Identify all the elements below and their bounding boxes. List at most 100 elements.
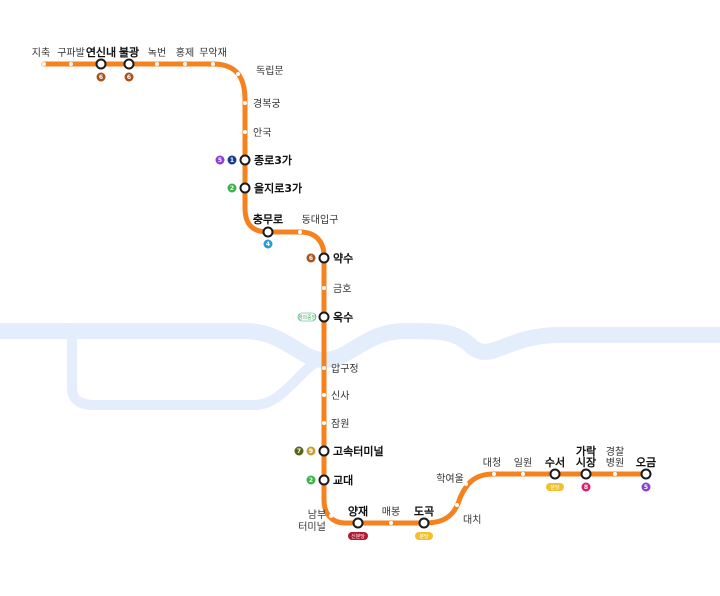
badge-yeonsinnae-line6: 6 [96, 72, 106, 82]
label-oksu: 옥수 [333, 311, 353, 324]
station-dot-dongdaeipgu[interactable] [298, 230, 302, 234]
badge-jongno3ga-line1: 1 [227, 155, 237, 165]
label-hagyeoul: 학여울 [436, 473, 464, 485]
label-nokbeon: 녹번 [148, 47, 166, 59]
badge-garak-line8: 8 [581, 482, 591, 492]
label-nambu-line2: 터미널 [298, 521, 326, 533]
badge-euljiro3ga-line2: 2 [227, 183, 237, 193]
station-dot-gyeongchal[interactable] [613, 472, 617, 476]
label-express-bus-terminal: 고속터미널 [333, 444, 384, 458]
transfer-yaksu[interactable] [318, 252, 330, 264]
svg-text:4: 4 [266, 241, 270, 248]
transfer-yangjae[interactable] [352, 517, 364, 529]
label-gyeongchal-line2: 병원 [606, 457, 624, 469]
river-side-channel [67, 326, 329, 410]
label-dongdaeipgu: 동대입구 [302, 213, 339, 226]
label-nambu-line1: 남부 [308, 509, 326, 521]
transfer-express-bus-terminal[interactable] [318, 445, 330, 457]
svg-text:신분당: 신분당 [351, 533, 365, 540]
station-dot-hongje[interactable] [183, 62, 187, 66]
badge-jongno3ga-line5: 5 [215, 155, 225, 165]
transfer-euljiro3ga[interactable] [239, 182, 251, 194]
station-dot-jichuk[interactable] [42, 62, 46, 66]
label-jamwon: 잠원 [331, 418, 349, 430]
svg-text:6: 6 [127, 74, 131, 81]
svg-text:2: 2 [230, 185, 234, 192]
label-suseo: 수서 [545, 455, 565, 469]
station-dot-gyeongbokgung[interactable] [243, 101, 247, 105]
station-dot-geumho[interactable] [322, 286, 326, 290]
transfer-suseo[interactable] [549, 468, 561, 480]
badge-suseo-bundang: 분당 [546, 483, 564, 491]
station-dot-irwon[interactable] [521, 472, 525, 476]
label-gyeongbokgung: 경복궁 [253, 97, 281, 110]
label-ogeum: 오금 [636, 456, 656, 469]
label-gyeongchal-line1: 경찰 [606, 445, 624, 458]
station-dot-daechi[interactable] [455, 503, 459, 507]
transfer-garak[interactable] [580, 468, 592, 480]
badge-oksu-gyeongui: 경의중앙 [297, 312, 317, 322]
svg-text:5: 5 [644, 484, 648, 491]
han-river [0, 323, 720, 410]
label-bulgwang: 불광 [119, 46, 139, 59]
badge-express-bus-terminal-line7: 7 [294, 446, 304, 456]
svg-text:6: 6 [99, 74, 103, 81]
transfer-badges: 6 6 5 1 2 4 6 경의중앙 [96, 72, 651, 540]
svg-text:분당: 분당 [550, 484, 560, 491]
transfer-station-markers [95, 58, 652, 529]
station-dot-gupabal[interactable] [69, 62, 73, 66]
transfer-ogeum[interactable] [640, 468, 652, 480]
badge-dogok-bundang: 분당 [415, 532, 433, 540]
label-garak-line1: 가락 [576, 444, 596, 458]
label-yaksu: 약수 [333, 251, 353, 265]
label-jongno3ga: 종로3가 [254, 153, 292, 167]
transfer-jongno3ga[interactable] [239, 154, 251, 166]
minor-station-dots [42, 62, 617, 525]
svg-text:경의중앙: 경의중앙 [298, 314, 317, 321]
svg-text:5: 5 [218, 157, 222, 164]
label-apgujeong: 압구정 [331, 362, 359, 375]
label-dongnimmun: 독립문 [256, 64, 284, 77]
label-dogok: 도곡 [414, 505, 434, 518]
label-muakjae: 무악재 [199, 47, 227, 59]
badge-gyodae-line2: 2 [306, 475, 316, 485]
svg-text:9: 9 [309, 448, 313, 455]
station-dot-apgujeong[interactable] [322, 366, 326, 370]
transfer-gyodae[interactable] [318, 474, 330, 486]
svg-text:6: 6 [309, 255, 313, 262]
station-dot-muakjae[interactable] [211, 62, 215, 66]
svg-text:7: 7 [297, 448, 301, 455]
label-sinsa: 신사 [331, 390, 349, 402]
station-dot-nambu[interactable] [329, 514, 333, 518]
label-hongje: 홍제 [176, 46, 194, 59]
label-garak-line2: 시장 [576, 455, 596, 469]
label-gyodae: 교대 [333, 473, 353, 487]
svg-text:1: 1 [230, 157, 234, 164]
transfer-yeonsinnae[interactable] [95, 58, 107, 70]
label-daechi: 대치 [463, 514, 481, 526]
svg-text:8: 8 [584, 484, 588, 491]
station-dot-nokbeon[interactable] [155, 62, 159, 66]
station-dot-jamwon[interactable] [322, 421, 326, 425]
transfer-oksu[interactable] [318, 311, 330, 323]
badge-yangjae-shinbundang: 신분당 [348, 532, 368, 540]
label-euljiro3ga: 을지로3가 [254, 181, 302, 195]
svg-text:2: 2 [309, 477, 313, 484]
label-irwon: 일원 [514, 457, 532, 469]
badge-express-bus-terminal-line9: 9 [306, 446, 316, 456]
svg-text:분당: 분당 [419, 533, 429, 540]
label-maebong: 매봉 [382, 506, 400, 518]
transfer-bulgwang[interactable] [123, 58, 135, 70]
transfer-chungmuro[interactable] [262, 226, 274, 238]
river-main-channel [0, 323, 720, 368]
station-dot-hagyeoul[interactable] [464, 482, 468, 486]
badge-chungmuro-line4: 4 [263, 239, 273, 249]
station-dot-daecheong[interactable] [492, 472, 496, 476]
station-dot-dongnimmun[interactable] [236, 72, 240, 76]
label-daecheong: 대청 [483, 457, 501, 469]
station-dot-anguk[interactable] [243, 130, 247, 134]
station-dot-sinsa[interactable] [322, 393, 326, 397]
station-dot-maebong[interactable] [389, 521, 393, 525]
badge-bulgwang-line6: 6 [124, 72, 134, 82]
transfer-dogok[interactable] [418, 517, 430, 529]
